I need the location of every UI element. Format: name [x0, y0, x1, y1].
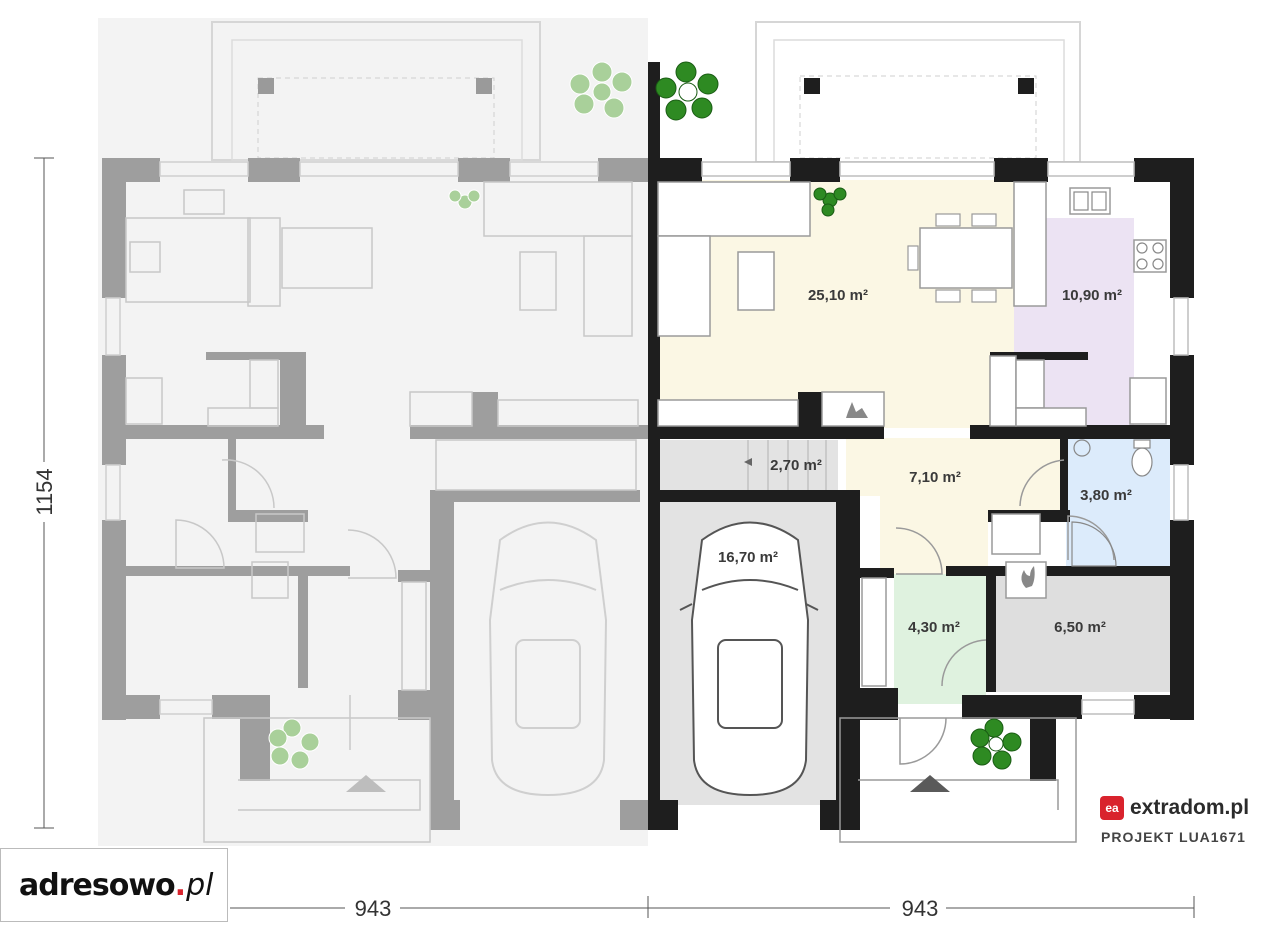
- watermark-dot: .: [174, 867, 187, 903]
- project-code: PROJEKT LUA1671: [1101, 829, 1246, 845]
- extradom-name: extradom.pl: [1130, 796, 1250, 819]
- area-label-stairs: 2,70 m²: [770, 457, 822, 474]
- area-label-bathroom: 3,80 m²: [1080, 487, 1132, 504]
- extradom-icon: ea: [1100, 796, 1124, 820]
- toilet-icon: [1131, 439, 1153, 477]
- dimension-width-right: 943: [902, 896, 939, 921]
- watermark-tld: pl: [186, 867, 214, 903]
- stove-icon: [1136, 242, 1164, 270]
- right-unit: 25,10 m² 10,90 m² 2,70 m² 7,10 m² 3,80 m…: [648, 21, 1194, 843]
- entrance-arrow-icon: [910, 775, 950, 792]
- fireplace-icon: [846, 402, 868, 418]
- stairs-arrow-icon: [744, 458, 752, 466]
- adresowo-watermark: adresowo.pl: [0, 848, 228, 922]
- dimension-height: 1154: [32, 468, 57, 515]
- sink-icon: [1073, 191, 1107, 457]
- extradom-logo: ea extradom.pl: [1100, 796, 1249, 820]
- car-icon: [679, 521, 819, 797]
- room-vestibule-fill: [894, 574, 986, 704]
- shower-icon: [1071, 521, 1117, 567]
- area-label-hall: 7,10 m²: [909, 469, 961, 486]
- area-label-garage: 16,70 m²: [718, 549, 778, 566]
- left-unit-greyed: [98, 18, 648, 846]
- boiler-icon: [1021, 566, 1035, 588]
- area-label-vestibule: 4,30 m²: [908, 619, 960, 636]
- room-hall-fill: [828, 438, 1064, 574]
- dimension-width-left: 943: [355, 896, 392, 921]
- area-label-boiler: 6,50 m²: [1054, 619, 1106, 636]
- area-label-living: 25,10 m²: [808, 287, 868, 304]
- room-bathroom-fill: [1066, 438, 1170, 570]
- watermark-main: adresowo: [19, 867, 176, 903]
- plant-icon: [655, 61, 1022, 770]
- area-label-kitchen: 10,90 m²: [1062, 287, 1122, 304]
